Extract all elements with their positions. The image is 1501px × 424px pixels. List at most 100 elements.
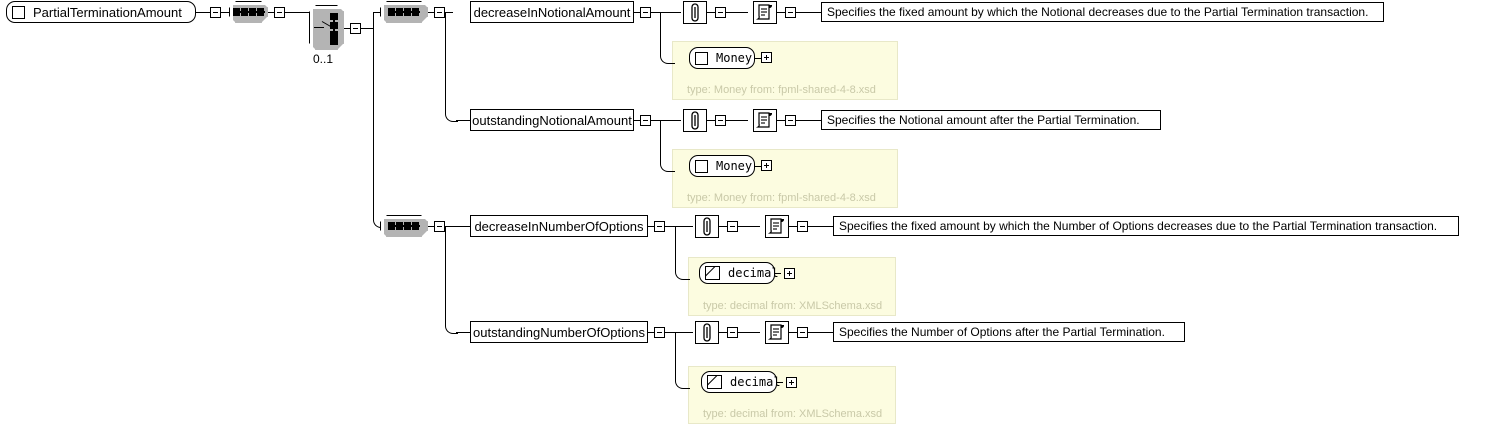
paperclip-icon-row-2[interactable] [695, 215, 721, 240]
element-label-decreaseinnotionalamount: decreaseInNotionalAmount [473, 4, 631, 20]
type-box-toggle-plus-row-2[interactable] [784, 268, 795, 279]
type-box-label-row-1: Money [716, 159, 753, 173]
documentation-text-row-1: Specifies the Notional amount after the … [827, 113, 1140, 127]
type-caption-row-1: type: Money from: fpml-shared-4-8.xsd [687, 192, 876, 204]
connector-row0-branch-v [660, 12, 661, 52]
annotation-toggle-minus-row-1[interactable] [715, 115, 726, 126]
annotation-toggle-minus-row-3[interactable] [727, 327, 738, 338]
sequence-1-toggle-minus[interactable] [274, 7, 285, 18]
documentation-toggle-minus-row-2[interactable] [797, 221, 808, 232]
connector-row1-typebox-toggle [755, 166, 761, 167]
type-box-money-row-0[interactable]: Money [689, 47, 757, 71]
element-toggle-minus-row-0[interactable] [640, 7, 651, 18]
type-caption-row-2: type: decimal from: XMLSchema.xsd [703, 300, 883, 312]
connector-root-to-seq1-a [196, 12, 210, 13]
element-box-decreaseinnotionalamount[interactable]: decreaseInNotionalAmount [470, 1, 636, 25]
type-box-toggle-plus-row-0[interactable] [761, 52, 772, 63]
connector-row0-toggle-right [651, 12, 681, 13]
connector-row1-doc-to-toggle [777, 120, 785, 121]
element-box-outstandingnumberofoptions[interactable]: outstandingNumberOfOptions [470, 321, 650, 345]
connector-row0-elbow-type [660, 45, 675, 64]
documentation-box-row-2: Specifies the fixed amount by which the … [833, 216, 1460, 237]
sequence-1-compositor[interactable] [229, 1, 268, 23]
connector-seq3-elbow-row3-h [456, 332, 470, 333]
connector-row1-toggle-to-text [796, 120, 821, 121]
paperclip-icon-row-3[interactable] [695, 321, 721, 346]
documentation-toggle-minus-row-3[interactable] [797, 327, 808, 338]
documentation-text-row-3: Specifies the Number of Options after th… [839, 325, 1165, 339]
connector-choice-trunk-vertical [373, 12, 374, 216]
connector-row1-clip-to-toggle [707, 120, 715, 121]
element-label-decreaseinnumberofoptions: decreaseInNumberOfOptions [474, 218, 644, 234]
paperclip-icon-row-1[interactable] [683, 109, 709, 134]
type-box-label-row-0: Money [716, 51, 753, 65]
sequence-2-toggle-minus[interactable] [434, 7, 445, 18]
documentation-toggle-minus-row-1[interactable] [785, 115, 796, 126]
paperclip-icon-row-0[interactable] [683, 1, 709, 26]
connector-choice-to-toggle [344, 28, 350, 29]
annotation-toggle-minus-row-0[interactable] [715, 7, 726, 18]
element-toggle-minus-row-2[interactable] [654, 221, 665, 232]
connector-row2-toggle-right [665, 226, 693, 227]
scroll-icon-row-2[interactable] [765, 215, 791, 240]
type-caption-row-0: type: Money from: fpml-shared-4-8.xsd [687, 84, 876, 96]
connector-row3-toggle-to-text [808, 332, 833, 333]
connector-choice-elbow-seq3 [373, 209, 386, 228]
type-box-toggle-plus-row-3[interactable] [786, 377, 797, 388]
choice-icon [314, 13, 340, 43]
connector-seq1-to-choice-a [268, 12, 274, 13]
element-toggle-minus-row-3[interactable] [654, 327, 665, 338]
complex-type-square-icon [12, 5, 25, 19]
type-box-toggle-plus-row-1[interactable] [761, 160, 772, 171]
connector-row3-doc-to-toggle [789, 332, 797, 333]
connector-choice-trunk-top [361, 28, 373, 29]
choice-1-compositor[interactable] [309, 5, 344, 50]
element-box-outstandingnotionalamount[interactable]: outstandingNotionalAmount [470, 109, 636, 133]
connector-seq3-to-toggle [428, 226, 434, 227]
connector-row1-el-to-toggle [634, 120, 640, 121]
type-box-decimal-row-2[interactable]: decimal [699, 262, 779, 286]
type-box-money-row-1[interactable]: Money [689, 155, 757, 179]
simple-type-icon [707, 375, 722, 389]
connector-row2-elbow-type [675, 261, 690, 280]
complex-type-square-icon [695, 51, 708, 65]
type-box-label-row-3: decimal [730, 375, 781, 389]
scroll-icon-row-1[interactable] [753, 109, 779, 134]
scroll-icon-row-3[interactable] [765, 321, 791, 346]
scroll-icon-row-0[interactable] [753, 1, 779, 26]
connector-row2-typebox-toggle [775, 273, 781, 274]
connector-seq3-trunk-v [445, 226, 446, 322]
type-panel-row-0: type: Money from: fpml-shared-4-8.xsd [672, 41, 898, 100]
root-toggle-minus[interactable] [210, 7, 221, 18]
connector-row2-doc-to-toggle [789, 226, 797, 227]
root-element-box[interactable]: PartialTerminationAmount [6, 1, 198, 25]
documentation-text-row-0: Specifies the fixed amount by which the … [827, 5, 1369, 19]
connector-row2-toggle-to-doc [738, 226, 760, 227]
connector-root-to-seq1-b [221, 12, 229, 13]
connector-seq2-trunk-v [445, 12, 446, 110]
simple-type-icon [705, 266, 720, 280]
type-caption-row-3: type: decimal from: XMLSchema.xsd [703, 408, 883, 420]
documentation-box-row-3: Specifies the Number of Options after th… [833, 322, 1186, 343]
choice-1-toggle-minus[interactable] [350, 23, 361, 34]
connector-seq1-to-choice-b [285, 12, 309, 13]
connector-row3-typebox-toggle [777, 382, 783, 383]
documentation-toggle-minus-row-0[interactable] [785, 7, 796, 18]
connector-row3-toggle-right [665, 332, 693, 333]
connector-row2-toggle-to-text [808, 226, 833, 227]
element-toggle-minus-row-1[interactable] [640, 115, 651, 126]
connector-seq3-trunk-h [445, 226, 470, 227]
type-box-decimal-row-3[interactable]: decimal [701, 371, 781, 395]
connector-row3-el-to-toggle [648, 332, 654, 333]
sequence-2-compositor[interactable] [380, 1, 428, 23]
annotation-toggle-minus-row-2[interactable] [727, 221, 738, 232]
element-box-decreaseinnumberofoptions[interactable]: decreaseInNumberOfOptions [470, 215, 650, 239]
element-label-outstandingnumberofoptions: outstandingNumberOfOptions [473, 324, 645, 340]
documentation-box-row-1: Specifies the Notional amount after the … [821, 110, 1162, 131]
sequence-3-compositor[interactable] [380, 215, 428, 237]
sequence-3-toggle-minus[interactable] [434, 221, 445, 232]
documentation-text-row-2: Specifies the fixed amount by which the … [839, 219, 1438, 233]
connector-row2-branch-v [675, 226, 676, 267]
connector-row1-toggle-to-doc [726, 120, 748, 121]
